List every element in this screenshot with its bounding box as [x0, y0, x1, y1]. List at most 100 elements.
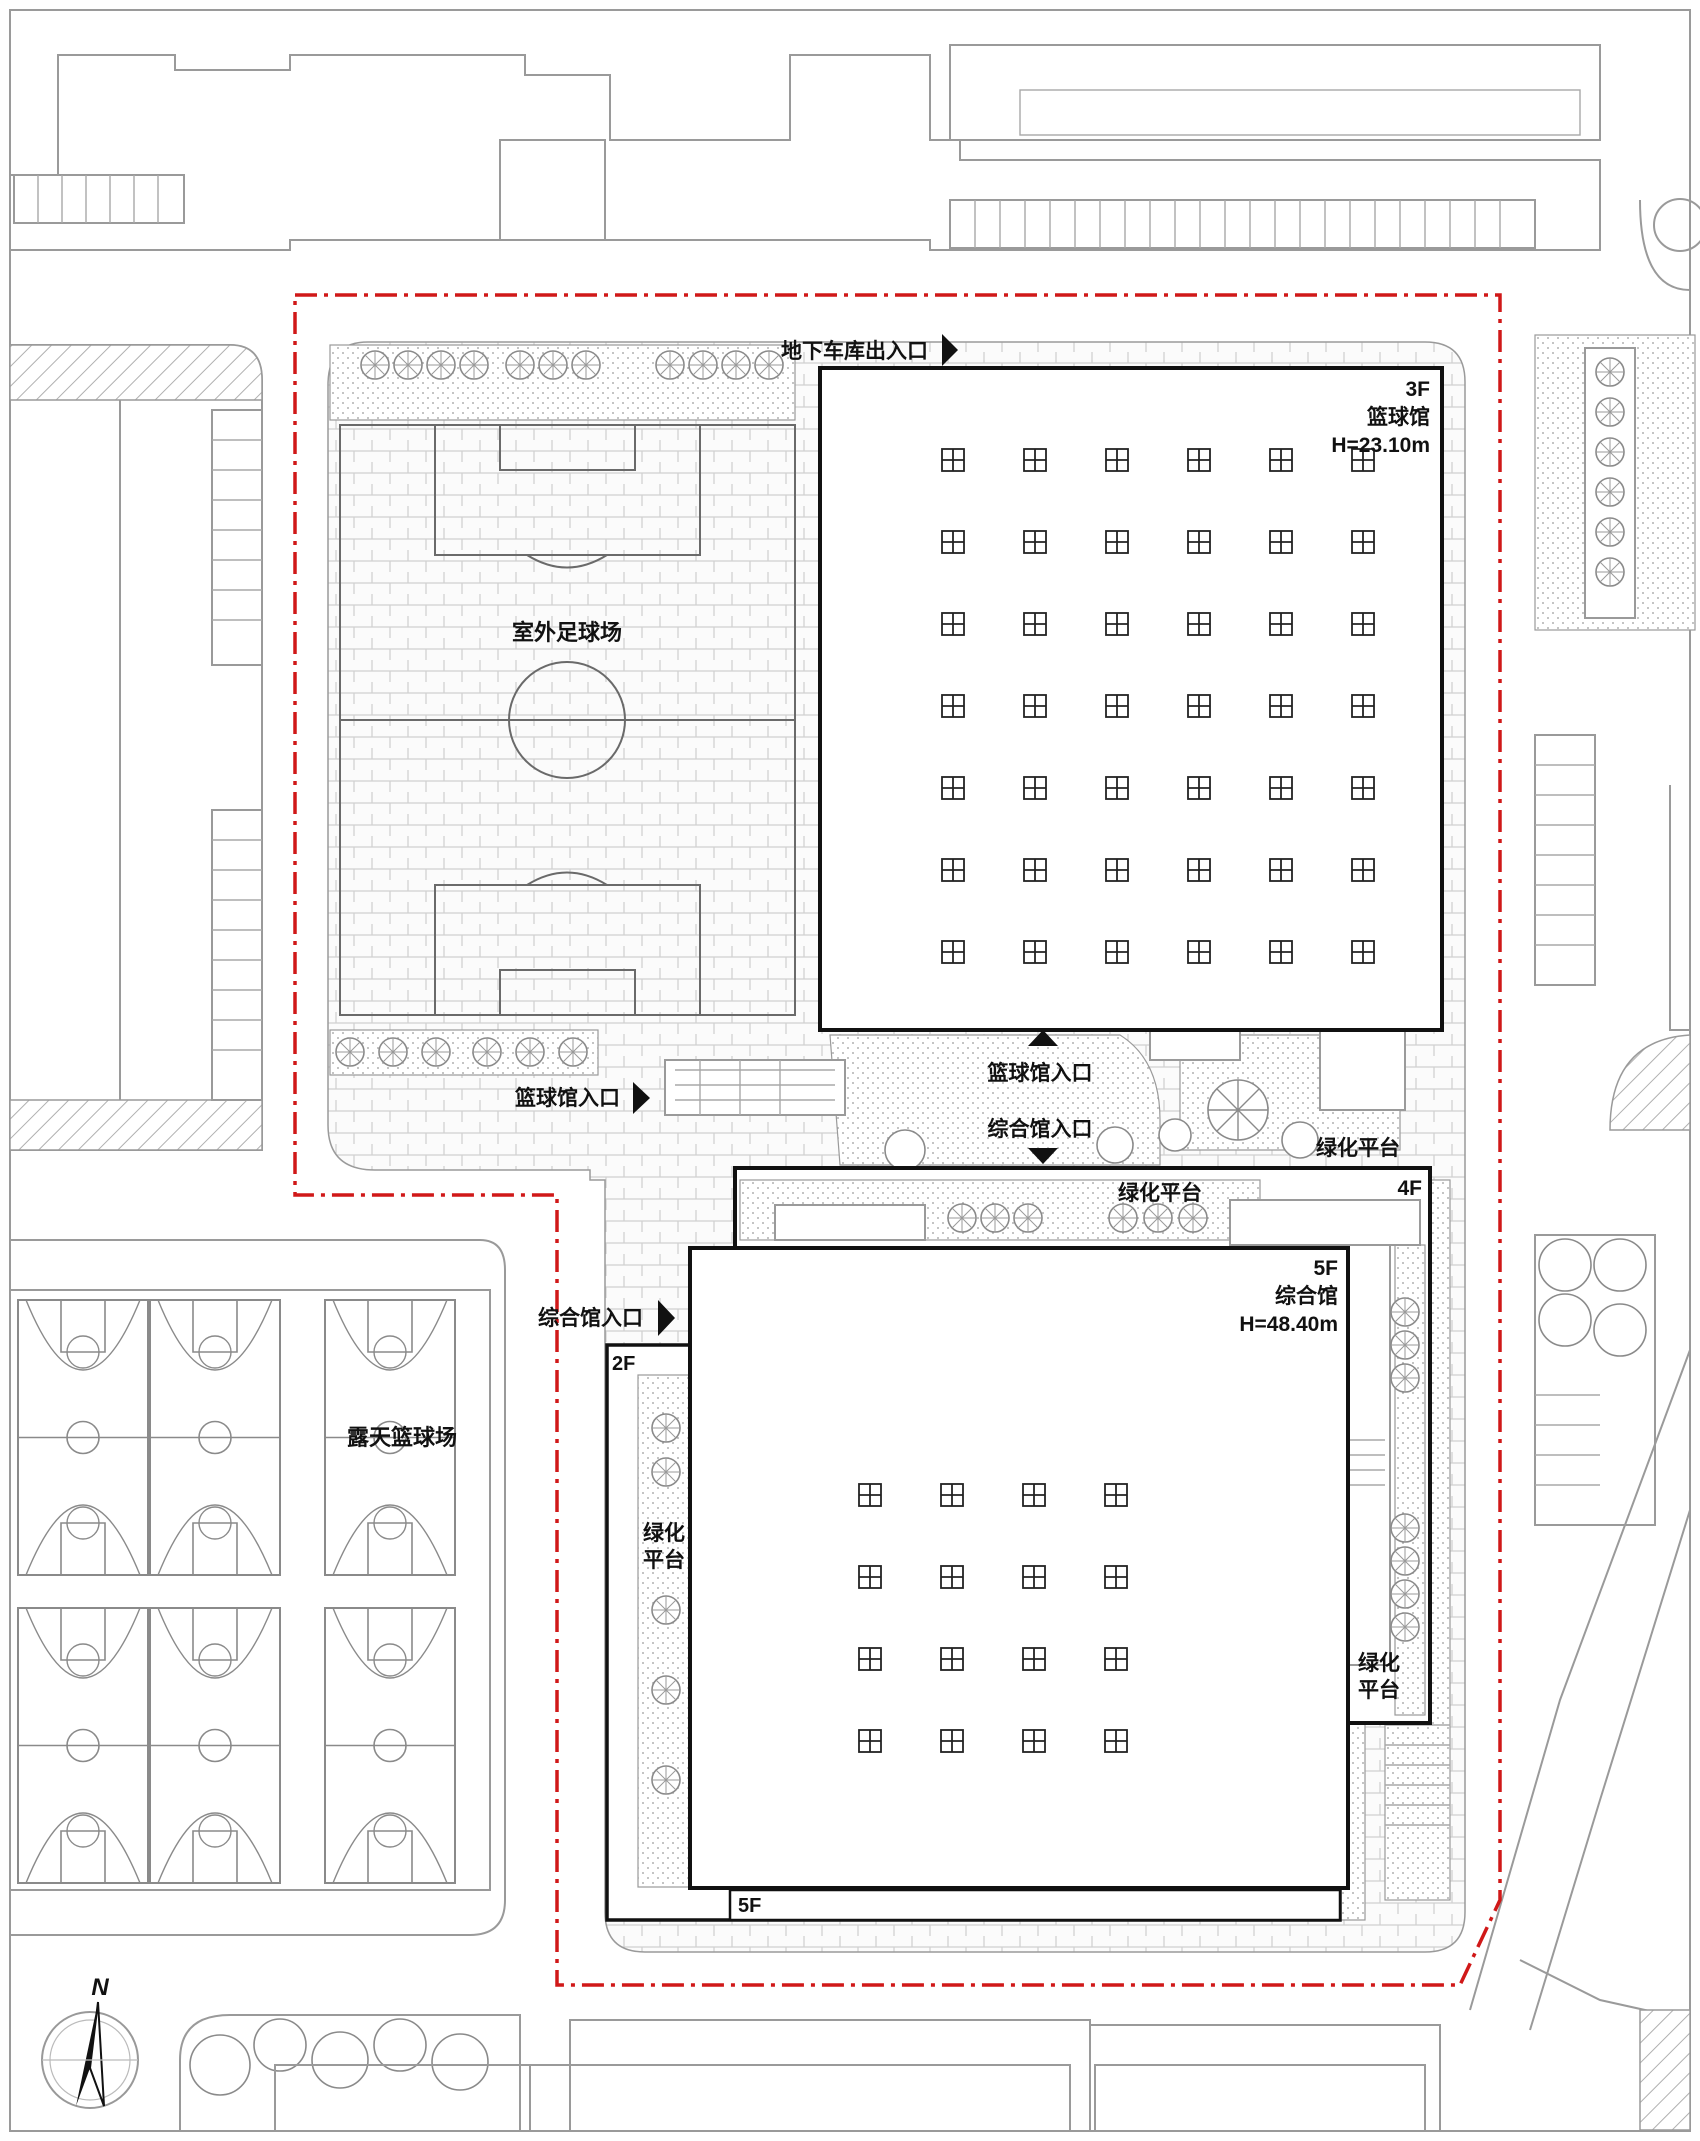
basketball-entry-arrow	[633, 1082, 650, 1114]
structural-column	[1351, 940, 1375, 964]
basketball-hall-floors: 3F	[1405, 378, 1430, 401]
structural-column	[1022, 1729, 1046, 1753]
complex-hall-outline	[688, 1246, 1350, 1890]
structural-column	[1104, 1647, 1128, 1671]
structural-column	[1022, 1647, 1046, 1671]
structural-column	[1269, 530, 1293, 554]
structural-column	[1022, 1565, 1046, 1589]
site-boundary-line	[293, 293, 1502, 1987]
structural-column	[941, 694, 965, 718]
structural-column	[1105, 694, 1129, 718]
green-terrace-west-line1: 绿化	[643, 1521, 685, 1545]
structural-column	[941, 612, 965, 636]
basketball-hall-outline	[818, 366, 1444, 1032]
structural-column	[1104, 1483, 1128, 1507]
outdoor-basketball-courts	[17, 1299, 456, 1884]
structural-column	[1187, 776, 1211, 800]
complex-hall-floors: 5F	[1313, 1257, 1338, 1280]
structural-column	[941, 530, 965, 554]
structural-column	[1105, 776, 1129, 800]
structural-column	[941, 776, 965, 800]
garage-exit-label: 地下车库出入口	[781, 339, 928, 363]
basketball-court	[324, 1607, 456, 1884]
garage-exit-arrow	[942, 334, 958, 366]
context-east	[1469, 334, 1696, 2131]
basketball-court	[324, 1299, 456, 1576]
structural-column	[941, 448, 965, 472]
football-pitch	[339, 424, 796, 1016]
basketball-hall-name: 篮球馆	[1366, 405, 1430, 429]
structural-column	[858, 1565, 882, 1589]
structural-column	[1187, 940, 1211, 964]
structural-column	[1269, 858, 1293, 882]
structural-column	[1269, 940, 1293, 964]
context-west-buildings	[9, 344, 263, 1151]
structural-column	[1023, 940, 1047, 964]
structural-column	[941, 858, 965, 882]
context-south	[179, 2014, 1441, 2132]
green-terrace-north-label: 绿化平台	[1118, 1181, 1202, 1205]
basketball-entry-label: 篮球馆入口	[514, 1086, 620, 1110]
complex-hall-name: 综合馆	[1275, 1284, 1338, 1308]
structural-column	[1269, 448, 1293, 472]
level-4f-label: 4F	[1397, 1177, 1422, 1200]
north-arrow-label: N	[91, 1974, 109, 2001]
structural-column	[1023, 448, 1047, 472]
context-north-buildings	[10, 44, 1700, 291]
structural-column	[1105, 448, 1129, 472]
structural-column	[1269, 694, 1293, 718]
structural-column	[1269, 776, 1293, 800]
basketball-south-entry-arrow	[1028, 1030, 1058, 1046]
structural-column	[858, 1729, 882, 1753]
basketball-court	[149, 1607, 281, 1884]
structural-column	[1351, 694, 1375, 718]
football-field-label: 室外足球场	[512, 620, 622, 645]
complex-west-entry-label: 综合馆入口	[538, 1306, 643, 1330]
structural-column	[1187, 694, 1211, 718]
complex-north-entry-arrow	[1028, 1148, 1058, 1164]
structural-column	[1023, 694, 1047, 718]
structural-column	[1105, 858, 1129, 882]
structural-column	[1187, 530, 1211, 554]
structural-column	[940, 1729, 964, 1753]
level-5f-bottom-label: 5F	[738, 1895, 761, 1917]
structural-column	[941, 940, 965, 964]
structural-column	[1023, 612, 1047, 636]
structural-column	[1104, 1565, 1128, 1589]
level-2f-label: 2F	[612, 1353, 635, 1375]
basketball-court	[17, 1299, 149, 1576]
structural-column	[940, 1565, 964, 1589]
basketball-court	[149, 1299, 281, 1576]
structural-column	[1351, 776, 1375, 800]
green-terrace-west-line2: 平台	[643, 1548, 685, 1572]
basketball-hall-height: H=23.10m	[1331, 434, 1430, 457]
structural-column	[1105, 940, 1129, 964]
north-arrow	[41, 2001, 139, 2109]
structural-column	[858, 1647, 882, 1671]
structural-column	[940, 1647, 964, 1671]
green-terrace-east-line1: 绿化	[1358, 1651, 1400, 1675]
structural-column	[1351, 530, 1375, 554]
green-terrace-east-line2: 平台	[1358, 1678, 1400, 1702]
structural-column	[1023, 530, 1047, 554]
structural-column	[1187, 448, 1211, 472]
structural-column	[1105, 530, 1129, 554]
basketball-court	[17, 1607, 149, 1884]
complex-hall-height: H=48.40m	[1239, 1313, 1338, 1336]
structural-column	[1187, 858, 1211, 882]
structural-column	[1269, 612, 1293, 636]
green-terrace-east-label: 绿化平台	[1316, 1136, 1400, 1160]
structural-column	[1187, 612, 1211, 636]
basketball-south-entry-label: 篮球馆入口	[987, 1061, 1093, 1085]
structural-column	[1022, 1483, 1046, 1507]
structural-column	[1023, 776, 1047, 800]
structural-column	[1351, 858, 1375, 882]
structural-column	[1104, 1729, 1128, 1753]
structural-column	[1351, 612, 1375, 636]
basketball-courts-label: 露天篮球场	[347, 1425, 457, 1450]
structural-column	[1023, 858, 1047, 882]
structural-column	[1105, 612, 1129, 636]
context-basketball-courts	[9, 1239, 506, 1936]
complex-north-entry-label: 综合馆入口	[988, 1117, 1093, 1141]
